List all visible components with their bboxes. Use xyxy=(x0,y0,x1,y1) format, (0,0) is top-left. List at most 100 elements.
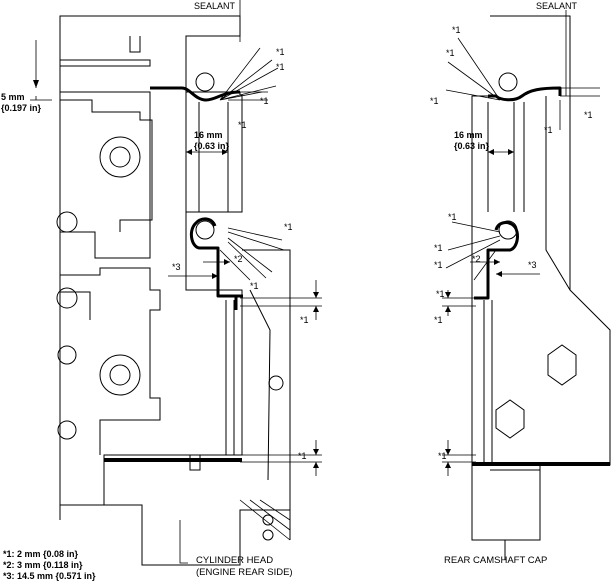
bottom-section xyxy=(59,455,290,566)
cap-sealant-bead-upper xyxy=(488,86,562,102)
dim-star1-top xyxy=(228,91,268,101)
star2-marker: *2 xyxy=(472,254,481,264)
inner-block-2 xyxy=(60,99,153,232)
star1-marker: *1 xyxy=(584,110,593,120)
arrow xyxy=(186,149,192,155)
line-a xyxy=(60,291,91,320)
dim-16mm-right-inch-label: {0.63 in} xyxy=(454,141,490,151)
cap-rails xyxy=(487,96,571,291)
arrow xyxy=(313,462,319,468)
dim-5mm-lines xyxy=(30,40,52,101)
sealant-leader-left xyxy=(219,47,279,101)
cap-sealant-bead-joint xyxy=(472,462,610,466)
arrow xyxy=(33,80,39,88)
arrow xyxy=(212,273,218,279)
star1-marker: *1 xyxy=(430,96,439,106)
hole-5 xyxy=(57,345,77,365)
lower-rail xyxy=(225,300,243,455)
bolt-hole-4 xyxy=(99,354,141,396)
star1-marker: *1 xyxy=(238,120,247,130)
star1-marker: *1 xyxy=(434,315,443,325)
notch xyxy=(129,36,141,53)
arrow xyxy=(313,306,319,312)
dim-star1-mid xyxy=(240,280,322,320)
star1-marker: *1 xyxy=(300,315,309,325)
star1-marker: *1 xyxy=(544,125,553,135)
arrow xyxy=(313,292,319,298)
mid-leaders xyxy=(219,227,285,281)
arrow xyxy=(222,149,228,155)
inner-block xyxy=(60,59,151,259)
arrow xyxy=(488,149,494,155)
small-hole xyxy=(268,375,284,391)
cap-hex-boss xyxy=(547,344,577,386)
cap-leaders-mid xyxy=(445,221,501,281)
dim-star1-low xyxy=(240,440,322,476)
bolt-hole-1-inner xyxy=(109,146,131,168)
arrow xyxy=(496,271,502,277)
legend-item-2: *2: 3 mm {0.118 in} xyxy=(3,560,83,570)
arrow xyxy=(445,306,451,312)
dim-cap-star1-top xyxy=(545,100,561,130)
sealant-bead-upper xyxy=(150,86,241,102)
cylinder-head-sub-label: (ENGINE REAR SIDE) xyxy=(196,567,293,578)
dim-5mm-label: 5 mm xyxy=(1,92,25,102)
arrow xyxy=(313,449,319,455)
sealant-bead-joint xyxy=(104,458,242,462)
star3-marker: *3 xyxy=(528,260,537,270)
bolt-hole-1 xyxy=(99,136,141,178)
rear-camshaft-cap-label: REAR CAMSHAFT CAP xyxy=(444,555,547,566)
cap-upper-hole xyxy=(498,72,518,92)
dim-16mm-left-inch-label: {0.63 in} xyxy=(194,141,230,151)
star2-marker: *2 xyxy=(234,254,243,264)
hatching xyxy=(239,499,291,541)
legend-item-3: *3: 14.5 mm {0.571 in} xyxy=(3,571,96,581)
dim-cap-star1-low xyxy=(442,440,476,476)
arrow xyxy=(494,259,500,265)
star3-marker: *3 xyxy=(172,262,181,272)
cap-sealant-bead-mid xyxy=(474,221,519,300)
arrow xyxy=(224,259,230,265)
cylinder-head-leader xyxy=(179,520,188,564)
dim-5mm-inch-label: {0.197 in} xyxy=(1,103,42,113)
cap-edge xyxy=(242,249,291,540)
star1-marker: *1 xyxy=(452,25,461,35)
dim-16mm-right-label: 16 mm xyxy=(454,130,483,140)
cylinder-head-label: CYLINDER HEAD xyxy=(196,555,273,566)
arrow xyxy=(445,462,451,468)
star1-marker: *1 xyxy=(446,48,455,58)
hole-6 xyxy=(57,420,77,440)
star1-marker: *1 xyxy=(434,243,443,253)
arrow xyxy=(508,149,514,155)
tiny-hole-1 xyxy=(262,514,274,526)
sealant-bead-mid xyxy=(189,217,243,298)
hole-3 xyxy=(56,287,78,309)
arrow xyxy=(445,292,451,298)
upper-seal-hole xyxy=(195,72,215,92)
sealant-label-right: SEALANT xyxy=(536,1,578,11)
bolt-hole-4-inner xyxy=(109,364,131,386)
star1-marker: *1 xyxy=(276,62,285,72)
cap-leaders-top xyxy=(445,37,600,101)
hole-2 xyxy=(56,211,78,233)
cylinder-head-drawing xyxy=(30,0,322,566)
star1-marker: *1 xyxy=(298,451,307,461)
star1-marker: *1 xyxy=(438,451,447,461)
sealant-label-left: SEALANT xyxy=(194,1,236,11)
legend-item-1: *1: 2 mm {0.08 in} xyxy=(3,549,79,559)
star1-marker: *1 xyxy=(260,96,269,106)
star1-marker: *1 xyxy=(436,289,445,299)
star1-marker: *1 xyxy=(448,212,457,222)
cap-hex-boss-2 xyxy=(495,399,525,439)
rear-camshaft-cap-drawing xyxy=(442,10,611,560)
dim-cap-star1-mid xyxy=(442,290,476,316)
star1-marker: *1 xyxy=(284,222,293,232)
star1-marker: *1 xyxy=(250,281,259,291)
slot xyxy=(189,455,201,471)
mid-seal-hole xyxy=(195,220,215,240)
lower-left-region xyxy=(60,267,161,455)
star1-marker: *1 xyxy=(276,47,285,57)
tiny-hole-2 xyxy=(262,529,274,541)
cap-lower-rails xyxy=(471,300,493,462)
